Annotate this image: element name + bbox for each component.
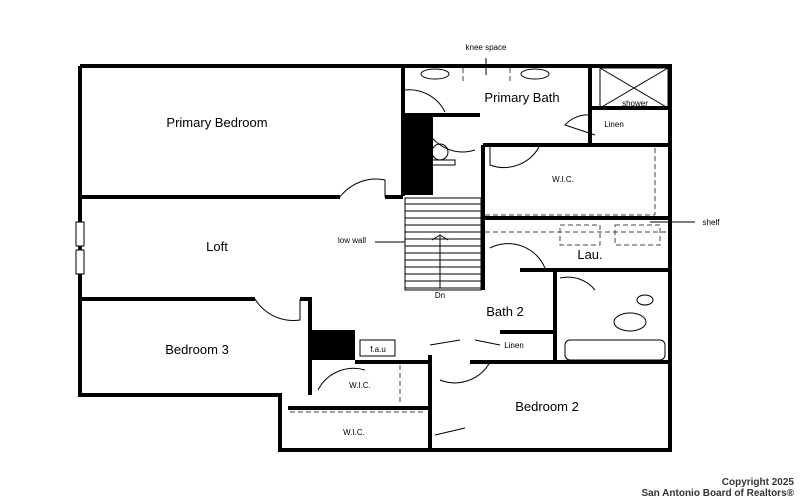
stairs xyxy=(404,197,482,291)
room-primary-bedroom: Primary Bedroom xyxy=(166,115,267,130)
windows xyxy=(75,221,85,275)
label-shelf: shelf xyxy=(703,218,721,227)
door-swings xyxy=(254,89,596,436)
room-laundry: Lau. xyxy=(577,247,602,262)
fixtures xyxy=(290,67,669,413)
room-bedroom-3: Bedroom 3 xyxy=(165,342,229,357)
room-bath-2: Bath 2 xyxy=(486,304,524,319)
room-bedroom-2: Bedroom 2 xyxy=(515,399,579,414)
label-knee-space: knee space xyxy=(466,43,507,52)
copyright-line-1: Copyright 2025 xyxy=(721,477,794,488)
room-wic-primary: W.I.C. xyxy=(552,175,574,184)
leader-lines xyxy=(375,58,695,243)
label-fau: f.a.u xyxy=(370,345,386,354)
interior-walls xyxy=(80,67,670,450)
room-linen-1: Linen xyxy=(604,120,624,129)
copyright-line-2: San Antonio Board of Realtors® xyxy=(641,488,794,499)
room-linen-2: Linen xyxy=(504,341,524,350)
label-shower: shower xyxy=(622,99,648,108)
label-down: Dn xyxy=(435,291,445,300)
room-wic-1: W.I.C. xyxy=(349,381,371,390)
room-loft: Loft xyxy=(206,239,228,254)
room-wic-2: W.I.C. xyxy=(343,428,365,437)
label-low-wall: low wall xyxy=(338,236,366,245)
room-primary-bath: Primary Bath xyxy=(484,90,559,105)
